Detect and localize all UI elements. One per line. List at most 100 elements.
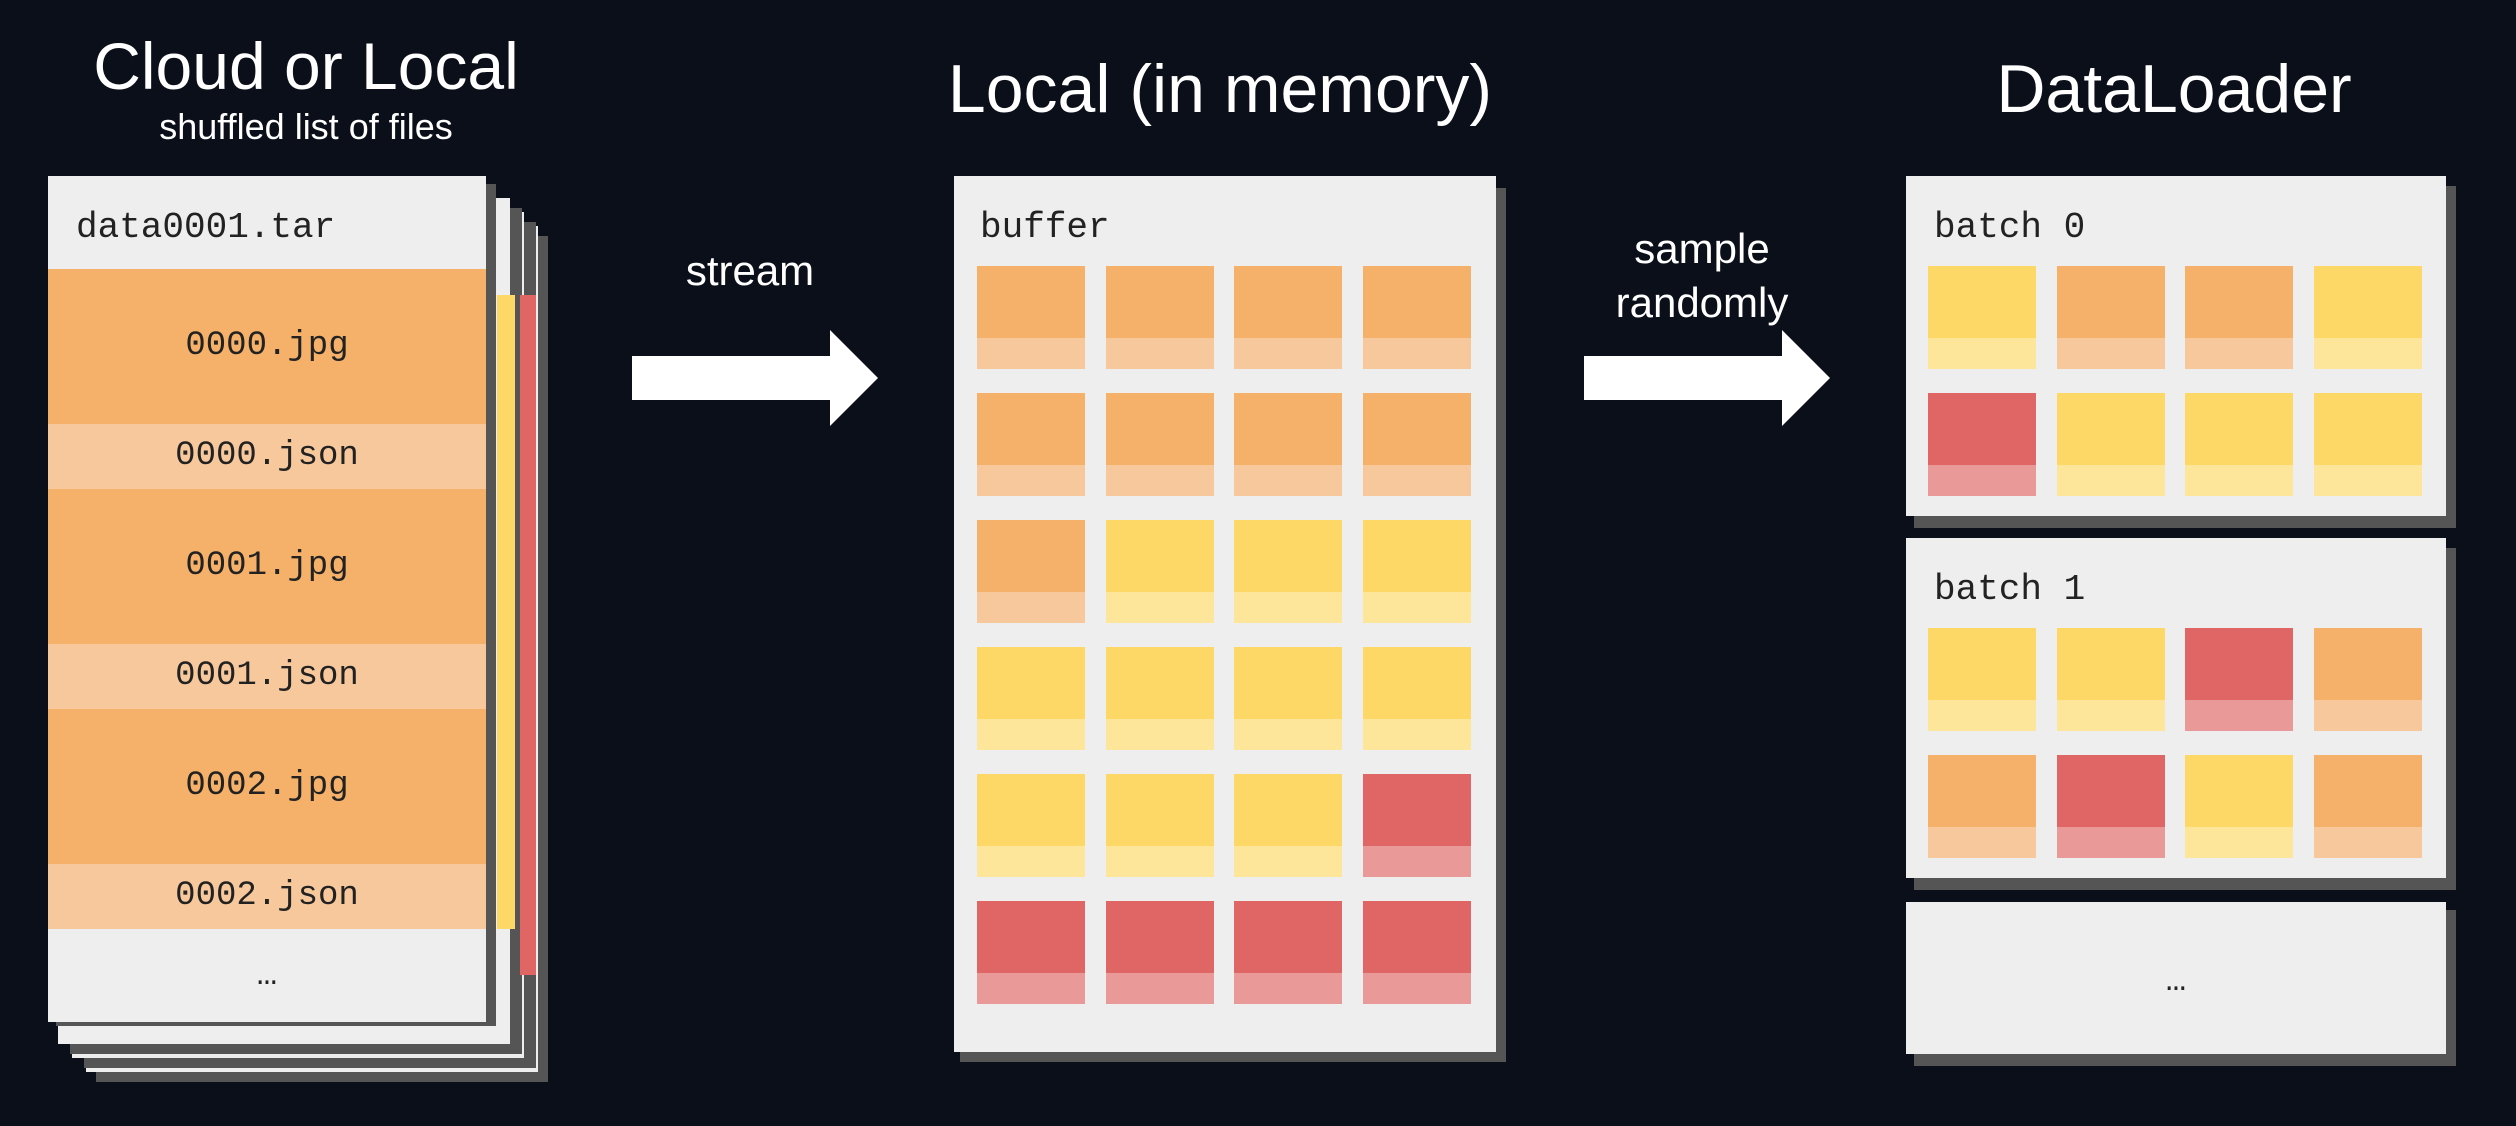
buffer-cell-json (1234, 465, 1342, 496)
dataloader-title: DataLoader (1996, 51, 2352, 127)
batch-cell-image (2313, 266, 2422, 338)
buffer-cell-json (1105, 846, 1214, 877)
batch-cell-orange (1928, 755, 2036, 858)
batch-cell-json (2185, 700, 2293, 731)
tar-sheet-2-stripe (497, 295, 515, 929)
buffer-cell-image (1362, 266, 1471, 338)
batch-cell-json (1928, 465, 2036, 496)
file-name: 0002.jpg (185, 767, 349, 805)
buffer-cell-red (1362, 774, 1471, 877)
batch-panel-0: batch 0 (1906, 176, 2446, 516)
buffer-cell-json (1105, 719, 1214, 750)
batch-label: batch 0 (1934, 207, 2086, 248)
buffer-cell-json (1362, 846, 1471, 877)
file-name: 0000.json (175, 437, 359, 475)
buffer-cell-yellow (1105, 774, 1214, 877)
buffer-cell-json (1234, 592, 1342, 623)
batch-cell-orange (2313, 628, 2422, 731)
file-name: 0000.jpg (185, 327, 349, 365)
buffer-cell-json (1234, 719, 1342, 750)
buffer-cell-red (1234, 901, 1342, 1004)
sample-arrow-icon (1584, 330, 1830, 426)
buffer-cell-json (1362, 973, 1471, 1004)
buffer-cell-image (1105, 266, 1214, 338)
batch-cell-orange (2185, 266, 2293, 369)
buffer-cell-orange (1362, 393, 1471, 496)
buffer-cell-json (977, 973, 1085, 1004)
cloud-subtitle: shuffled list of files (159, 106, 453, 147)
batch-cell-yellow (2056, 393, 2165, 496)
buffer-cell-image (1105, 393, 1214, 465)
buffer-cell-yellow (977, 774, 1085, 877)
buffer-cell-json (1105, 465, 1214, 496)
file-row-json: 0000.json (48, 424, 486, 489)
buffer-cell-orange (1105, 393, 1214, 496)
buffer-cell-image (977, 774, 1085, 846)
buffer-cell-json (977, 465, 1085, 496)
sample-label-line1: sample (1634, 225, 1770, 272)
buffer-cell-json (977, 338, 1085, 369)
file-row-jpg: 0001.jpg (48, 489, 486, 644)
buffer-cell-yellow (1234, 647, 1342, 750)
buffer-cell-image (1362, 774, 1471, 846)
buffer-cell-red (1105, 901, 1214, 1004)
buffer-cell-json (1105, 973, 1214, 1004)
buffer-cell-json (1234, 973, 1342, 1004)
buffer-cell-red (1362, 901, 1471, 1004)
batch-cell-image (2056, 628, 2165, 700)
buffer-cell-image (1105, 520, 1214, 592)
buffer-cell-json (1234, 338, 1342, 369)
batch-cell-json (2185, 338, 2293, 369)
batch-panel-1: batch 1 (1906, 538, 2446, 878)
batch-more: … (2165, 963, 2187, 1001)
batch-label: batch 1 (1934, 569, 2086, 610)
buffer-cell-json (1105, 592, 1214, 623)
batch-cell-image (2313, 393, 2422, 465)
stream-label: stream (685, 247, 815, 294)
buffer-cell-image (1234, 901, 1342, 973)
cloud-title: Cloud or Local (93, 29, 519, 103)
batch-cell-json (2313, 827, 2422, 858)
buffer-cell-image (1362, 647, 1471, 719)
file-row-jpg: 0002.jpg (48, 709, 486, 864)
buffer-cell-json (1362, 465, 1471, 496)
batch-cell-json (1928, 827, 2036, 858)
buffer-cell-image (1234, 393, 1342, 465)
buffer-cell-image (977, 901, 1085, 973)
buffer-cell-orange (977, 266, 1085, 369)
file-more: … (256, 957, 278, 995)
buffer-cell-json (977, 846, 1085, 877)
buffer-cell-image (1234, 774, 1342, 846)
batch-cell-json (1928, 338, 2036, 369)
batch-cell-image (2185, 628, 2293, 700)
buffer-cell-json (1105, 338, 1214, 369)
batch-cell-orange (2313, 755, 2422, 858)
batch-cell-image (2185, 393, 2293, 465)
batch-cell-json (2313, 465, 2422, 496)
batch-cell-image (2056, 266, 2165, 338)
batch-cell-yellow (2185, 393, 2293, 496)
buffer-cell-image (977, 647, 1085, 719)
batch-cell-red (1928, 393, 2036, 496)
buffer-cell-yellow (1362, 647, 1471, 750)
batch-cell-image (1928, 393, 2036, 465)
batch-cell-yellow (1928, 628, 2036, 731)
buffer-cell-red (977, 901, 1085, 1004)
batch-cell-red (2185, 628, 2293, 731)
batch-cell-image (2185, 755, 2293, 827)
file-name: 0001.jpg (185, 547, 349, 585)
file-row-json: 0001.json (48, 644, 486, 709)
batch-cell-json (2056, 700, 2165, 731)
file-name: 0002.json (175, 877, 359, 915)
buffer-cell-yellow (977, 647, 1085, 750)
buffer-cell-json (977, 719, 1085, 750)
batch-cell-json (2056, 465, 2165, 496)
buffer-cell-json (1362, 338, 1471, 369)
buffer-cell-image (1105, 774, 1214, 846)
local-title: Local (in memory) (947, 51, 1493, 127)
buffer-cell-json (1362, 719, 1471, 750)
buffer-cell-orange (977, 393, 1085, 496)
file-row-json: 0002.json (48, 864, 486, 929)
batch-cell-image (1928, 266, 2036, 338)
buffer-cell-yellow (1234, 520, 1342, 623)
